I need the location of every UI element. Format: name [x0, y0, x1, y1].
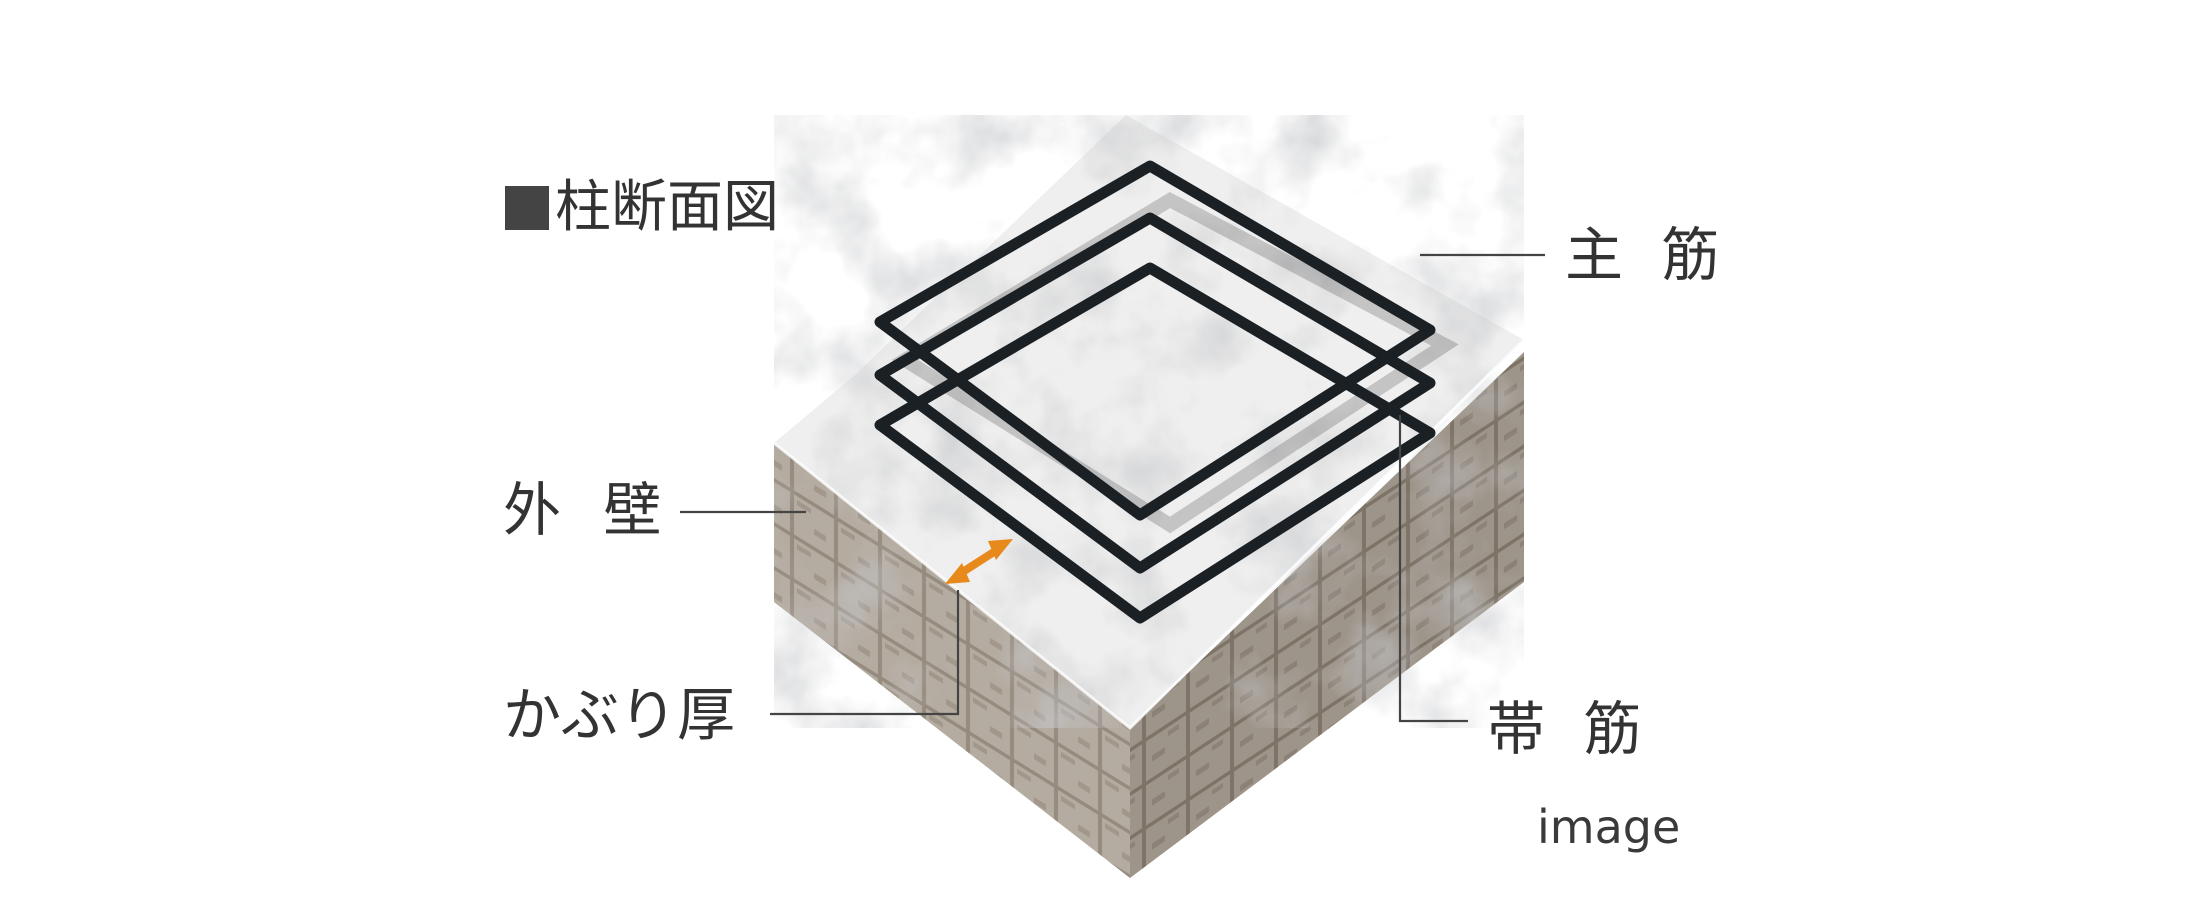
label-exterior-wall: 外 壁 — [503, 476, 674, 544]
label-hoop-rebar: 帯 筋 — [1487, 695, 1652, 763]
black-square-icon — [505, 186, 549, 230]
leader-hoop-rebar — [1398, 415, 1468, 723]
page-title: 柱断面図 — [505, 180, 779, 236]
leader-cover-thickness — [770, 590, 960, 716]
tile-face-right — [1130, 352, 1524, 878]
tile-face-left — [774, 443, 1130, 878]
title-text: 柱断面図 — [555, 175, 779, 240]
label-cover-thickness: かぶり厚 — [503, 681, 736, 749]
double-arrow-icon — [945, 539, 1013, 584]
image-note: image — [1537, 800, 1681, 854]
leader-lines — [680, 253, 1545, 723]
label-main-rebar: 主 筋 — [1565, 221, 1730, 289]
main-rebar-front — [871, 198, 1437, 631]
